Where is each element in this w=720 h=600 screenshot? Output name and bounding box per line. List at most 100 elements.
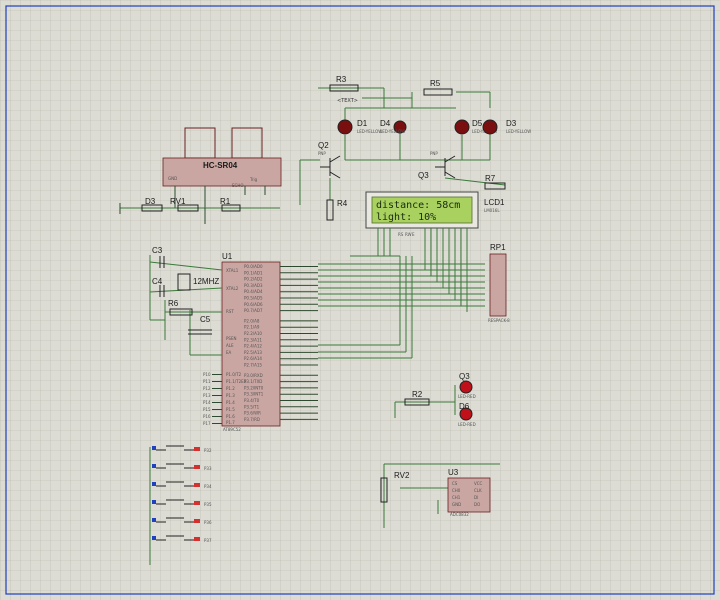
u1-right-pins: P0.0/AD0P0.1/AD1P0.2/AD2P0.3/AD3P0.4/AD4… — [244, 264, 318, 422]
resistor-r2[interactable]: R2 — [404, 390, 430, 406]
resistor-pack-rp1[interactable]: RP1 RESPACK-8 — [488, 243, 510, 323]
r3-label: R3 — [336, 75, 347, 84]
button-pin — [152, 482, 156, 486]
capacitor-c3[interactable]: C3 — [152, 246, 165, 268]
led-d6[interactable]: D6 LED-RED — [458, 402, 476, 427]
button-pin — [152, 500, 156, 504]
button-pin — [194, 519, 200, 523]
lcd-pin-rw: RW — [405, 232, 412, 237]
c4-label: C4 — [152, 277, 163, 286]
u1-right-pin: P2.5/A13 — [244, 350, 262, 355]
adc-u3[interactable]: U3 ADC0832 CS CH0 CH1 GND VCC CLK DI DO — [447, 468, 491, 517]
transistor-q3[interactable]: Q3 PNP — [418, 151, 456, 180]
lcd-module[interactable]: distance: 58cm light: 10% LCD1 LM016L RS… — [365, 191, 505, 256]
u1-right-pin: P0.4/AD4 — [244, 289, 263, 294]
d6-label: D6 — [459, 402, 470, 411]
u1-right-pin: P2.2/A10 — [244, 331, 262, 336]
u1-right-pin: P3.7/RD — [244, 417, 260, 422]
led-d1[interactable]: Q3 LED-RED — [458, 372, 476, 399]
u1-right-pin: P3.5/T1 — [244, 404, 260, 409]
q3-part: PNP — [430, 151, 438, 156]
u3-pin-vcc: VCC — [474, 481, 483, 486]
capacitor-c5[interactable]: C5 — [188, 315, 212, 335]
lcd-data-bus — [318, 228, 485, 359]
push-button[interactable]: P37 — [152, 535, 212, 543]
led-d3[interactable]: D3 LED-YELLOW — [482, 119, 531, 135]
u1-pin-p13: P1.3 — [226, 393, 235, 398]
u3-part: ADC0832 — [450, 512, 469, 517]
led-d4[interactable]: D4 LED-YELLOW — [380, 119, 407, 134]
r6-label: R6 — [168, 299, 179, 308]
resistor-r3[interactable]: R3 <TEXT> — [329, 75, 359, 104]
push-button[interactable]: P35 — [152, 499, 212, 507]
u1-pin-psen: PSEN — [226, 336, 236, 341]
u1-right-pin: P0.5/AD5 — [244, 296, 263, 301]
u1-right-pin: P2.1/A9 — [244, 325, 260, 330]
p1-net-label: P10 — [203, 372, 211, 377]
button-label: P37 — [204, 538, 212, 543]
u1-pin-xtal1: XTAL1 — [226, 268, 239, 273]
u3-label: U3 — [448, 468, 459, 477]
push-button[interactable]: P36 — [152, 517, 212, 525]
u1-pin-p17: P1.7 — [226, 420, 235, 425]
u1-pin-p15: P1.5 — [226, 407, 235, 412]
button-label: P36 — [204, 520, 212, 525]
u1-right-pin: P0.7/AD7 — [244, 308, 263, 313]
u1-pin-p10: P1.0/T2 — [226, 372, 242, 377]
p1-net-label: P15 — [203, 407, 211, 412]
q2-label: Q2 — [318, 141, 329, 150]
rp1-label: RP1 — [490, 243, 506, 252]
capacitor-c4[interactable]: C4 — [152, 277, 165, 297]
q2-part: PNP — [318, 151, 326, 156]
u1-right-pin: P2.3/A11 — [244, 337, 262, 342]
u1-pin-xtal2: XTAL2 — [226, 286, 239, 291]
push-button[interactable]: P33 — [152, 463, 212, 471]
button-pin — [194, 465, 200, 469]
push-button[interactable]: P32 — [152, 445, 212, 453]
u1-pin-p16: P1.6 — [226, 414, 235, 419]
d2-part: LED-YELLOW — [357, 129, 382, 134]
r7-label: R7 — [485, 174, 496, 183]
button-pin — [194, 537, 200, 541]
u3-pin-ch0: CH0 — [452, 488, 461, 493]
resistor-r5[interactable]: R5 — [423, 79, 453, 96]
q3-label: Q3 — [418, 171, 429, 180]
button-label: P32 — [204, 448, 212, 453]
u1-right-pin: P3.3/INT1 — [244, 392, 264, 397]
led-d2[interactable]: D1 LED-YELLOW — [337, 119, 382, 135]
crystal-x1[interactable]: 12MHZ — [177, 273, 219, 291]
u1-pin-rst: RST — [226, 309, 234, 314]
p1-net-label: P14 — [203, 400, 211, 405]
u1-pin-p14: P1.4 — [226, 400, 235, 405]
transistor-q2[interactable]: Q2 PNP — [318, 141, 341, 179]
resistor-r6[interactable]: R6 — [168, 299, 193, 316]
sheet-border — [5, 5, 715, 595]
u1-right-pin: P0.0/AD0 — [244, 264, 263, 269]
rv1-r8-r1-group[interactable]: D3 RV1 R1 — [119, 197, 280, 224]
u1-right-pin: P3.4/T0 — [244, 398, 260, 403]
mcu-u1[interactable]: U1 AT89C52 XTAL1 XTAL2 RST PSEN ALE EA P… — [221, 252, 318, 432]
lcd-line-1: distance: 58cm — [376, 200, 460, 211]
r4-label: R4 — [337, 199, 348, 208]
r8-label: D3 — [145, 197, 156, 206]
rv2-label: RV2 — [394, 471, 410, 480]
potentiometer-rv2[interactable]: RV2 — [380, 471, 410, 503]
hc-sr04-module[interactable]: HC-SR04 GND Trig ECHO — [162, 127, 282, 208]
resistor-r4[interactable]: R4 — [326, 199, 348, 221]
d5-label: D5 — [472, 119, 483, 128]
d3-label: D3 — [506, 119, 517, 128]
button-pin — [194, 483, 200, 487]
r1-label: R1 — [220, 197, 231, 206]
u1-pin-ea: EA — [226, 350, 232, 355]
p1-net-label: P13 — [203, 393, 211, 398]
p1-net-label: P12 — [203, 386, 211, 391]
button-pin — [194, 501, 200, 505]
u1-right-pin: P3.1/TXD — [244, 379, 262, 384]
push-button[interactable]: P34 — [152, 481, 212, 489]
u1-right-pin: P3.6/WR — [244, 411, 261, 416]
sensor-pin-gnd: GND — [168, 176, 177, 181]
resistor-r7[interactable]: R7 — [484, 174, 506, 190]
button-pin — [194, 447, 200, 451]
u1-right-pin: P2.4/A12 — [244, 344, 262, 349]
